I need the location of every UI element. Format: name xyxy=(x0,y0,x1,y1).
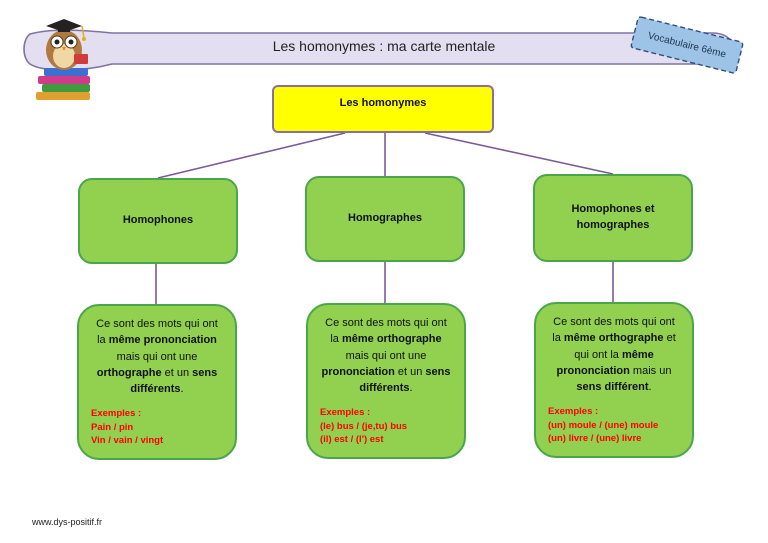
detail-homophones-definition: Ce sont des mots qui ont la même prononc… xyxy=(96,318,218,396)
source-url: www.dys-positif.fr xyxy=(32,517,103,527)
root-node-label: Les homonymes xyxy=(339,97,427,109)
category-homographes: Homographes xyxy=(305,176,465,262)
root-node: Les homonymes xyxy=(272,85,494,133)
detail-homophones-examples: Exemples : Pain / pin Vin / vain / vingt xyxy=(91,408,164,446)
category-homophones-label: Homophones xyxy=(122,214,194,227)
detail-homophones-homographes: Ce sont des mots qui ont la même orthogr… xyxy=(534,302,694,458)
detail-both-examples: Exemples : (un) moule / (une) moule (un)… xyxy=(548,406,659,444)
connector-root-both xyxy=(424,132,614,175)
category-homographes-label: Homographes xyxy=(348,212,422,225)
page-title: Les homonymes : ma carte mentale xyxy=(272,38,496,54)
detail-homographes: Ce sont des mots qui ont la même orthogr… xyxy=(306,303,466,459)
category-both-label: Homophones et homographes xyxy=(571,203,655,231)
detail-homophones: Ce sont des mots qui ont la même prononc… xyxy=(77,304,237,460)
category-homophones: Homophones xyxy=(78,178,238,264)
level-badge xyxy=(630,16,744,74)
owl-on-books-icon xyxy=(36,19,90,100)
detail-both-definition: Ce sont des mots qui ont la même orthogr… xyxy=(552,316,676,394)
detail-homographes-definition: Ce sont des mots qui ont la même orthogr… xyxy=(321,317,451,395)
detail-homographes-examples: Exemples : (le) bus / (je,tu) bus (il) e… xyxy=(320,407,408,445)
connector-root-homophones xyxy=(157,132,346,179)
category-homophones-homographes: Homophones et homographes xyxy=(533,174,693,262)
